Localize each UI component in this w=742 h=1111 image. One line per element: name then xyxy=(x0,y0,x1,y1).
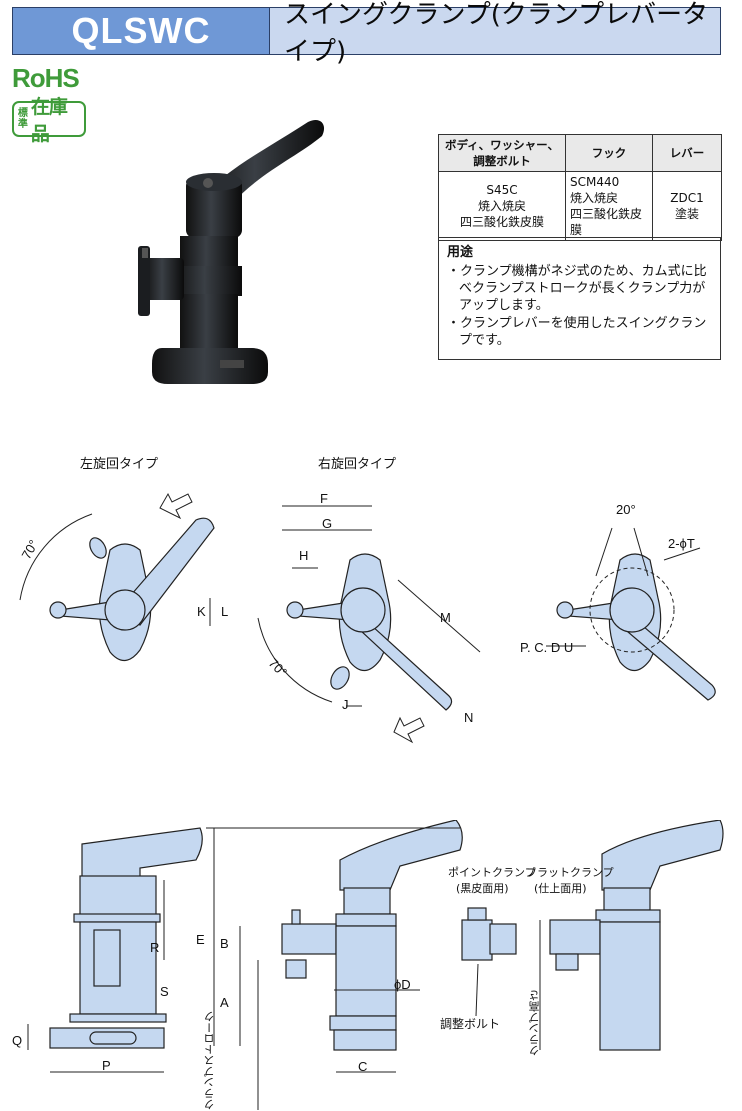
dim-P: P xyxy=(102,1058,111,1073)
dim-D: ϕD xyxy=(394,977,411,992)
point-clamp-sub: (黒皮面用) xyxy=(456,882,509,895)
dim-L: L xyxy=(221,604,229,619)
dim-C: C xyxy=(358,1059,368,1074)
col-header-body: ボディ、ワッシャー、調整ボルト xyxy=(438,134,566,172)
usage-box: 用途 ・クランプ機構がネジ式のため、カム式に比べクランプストロークが長くクランプ… xyxy=(438,237,721,360)
dim-E: E xyxy=(196,932,205,947)
flat-clamp-label: フラットクランプ xyxy=(526,866,614,879)
clamp-stroke-label: クランプストローク xyxy=(203,1011,216,1110)
usage-title: 用途 xyxy=(447,245,474,260)
dim-M: M xyxy=(440,610,451,625)
dim-A: A xyxy=(220,995,229,1010)
dim-H: H xyxy=(299,548,309,563)
product-photo xyxy=(138,119,325,384)
dim-angle-20: 20° xyxy=(616,502,636,517)
clamp-height-label: クランプ高さ xyxy=(528,990,541,1056)
col-header-hook: フック xyxy=(565,134,653,172)
dim-Q: Q xyxy=(12,1033,23,1048)
dim-G: G xyxy=(322,516,333,531)
col-header-lever: レバー xyxy=(652,134,722,172)
dim-F: F xyxy=(320,491,328,506)
product-code: QLSWC xyxy=(12,7,270,55)
dim-S: S xyxy=(160,984,169,999)
stock-badge-text: 在庫品 xyxy=(30,96,68,145)
usage-item-2: ・クランプレバーを使用したスイングクランプです。 xyxy=(447,316,707,348)
flat-clamp-sub: (仕上面用) xyxy=(534,882,587,895)
left-rotation-label: 左旋回タイプ xyxy=(80,457,159,472)
top-view-drawings xyxy=(19,492,716,744)
right-rotation-label: 右旋回タイプ xyxy=(318,457,397,472)
dim-J: J xyxy=(342,697,349,712)
product-title: スイングクランプ(クランプレバータイプ) xyxy=(270,0,721,67)
standard-stock-badge: 標準 在庫品 xyxy=(12,96,86,145)
dim-R: R xyxy=(150,940,160,955)
side-view-drawings xyxy=(27,820,724,1110)
adjust-bolt-label: 調整ボルト xyxy=(440,1017,501,1031)
dim-pcd: P. C. D U xyxy=(520,640,574,655)
usage-item-1: ・クランプ機構がネジ式のため、カム式に比べクランプストロークが長くクランプ力がア… xyxy=(447,264,707,313)
dim-K: K xyxy=(197,604,206,619)
point-clamp-label: ポイントクランプ xyxy=(448,866,536,879)
dim-N: N xyxy=(464,710,474,725)
rohs-logo: RoHS xyxy=(12,63,80,93)
dim-holes: 2-ϕT xyxy=(668,536,695,551)
dim-B: B xyxy=(220,936,229,951)
stock-badge-small: 標準 xyxy=(17,108,28,130)
